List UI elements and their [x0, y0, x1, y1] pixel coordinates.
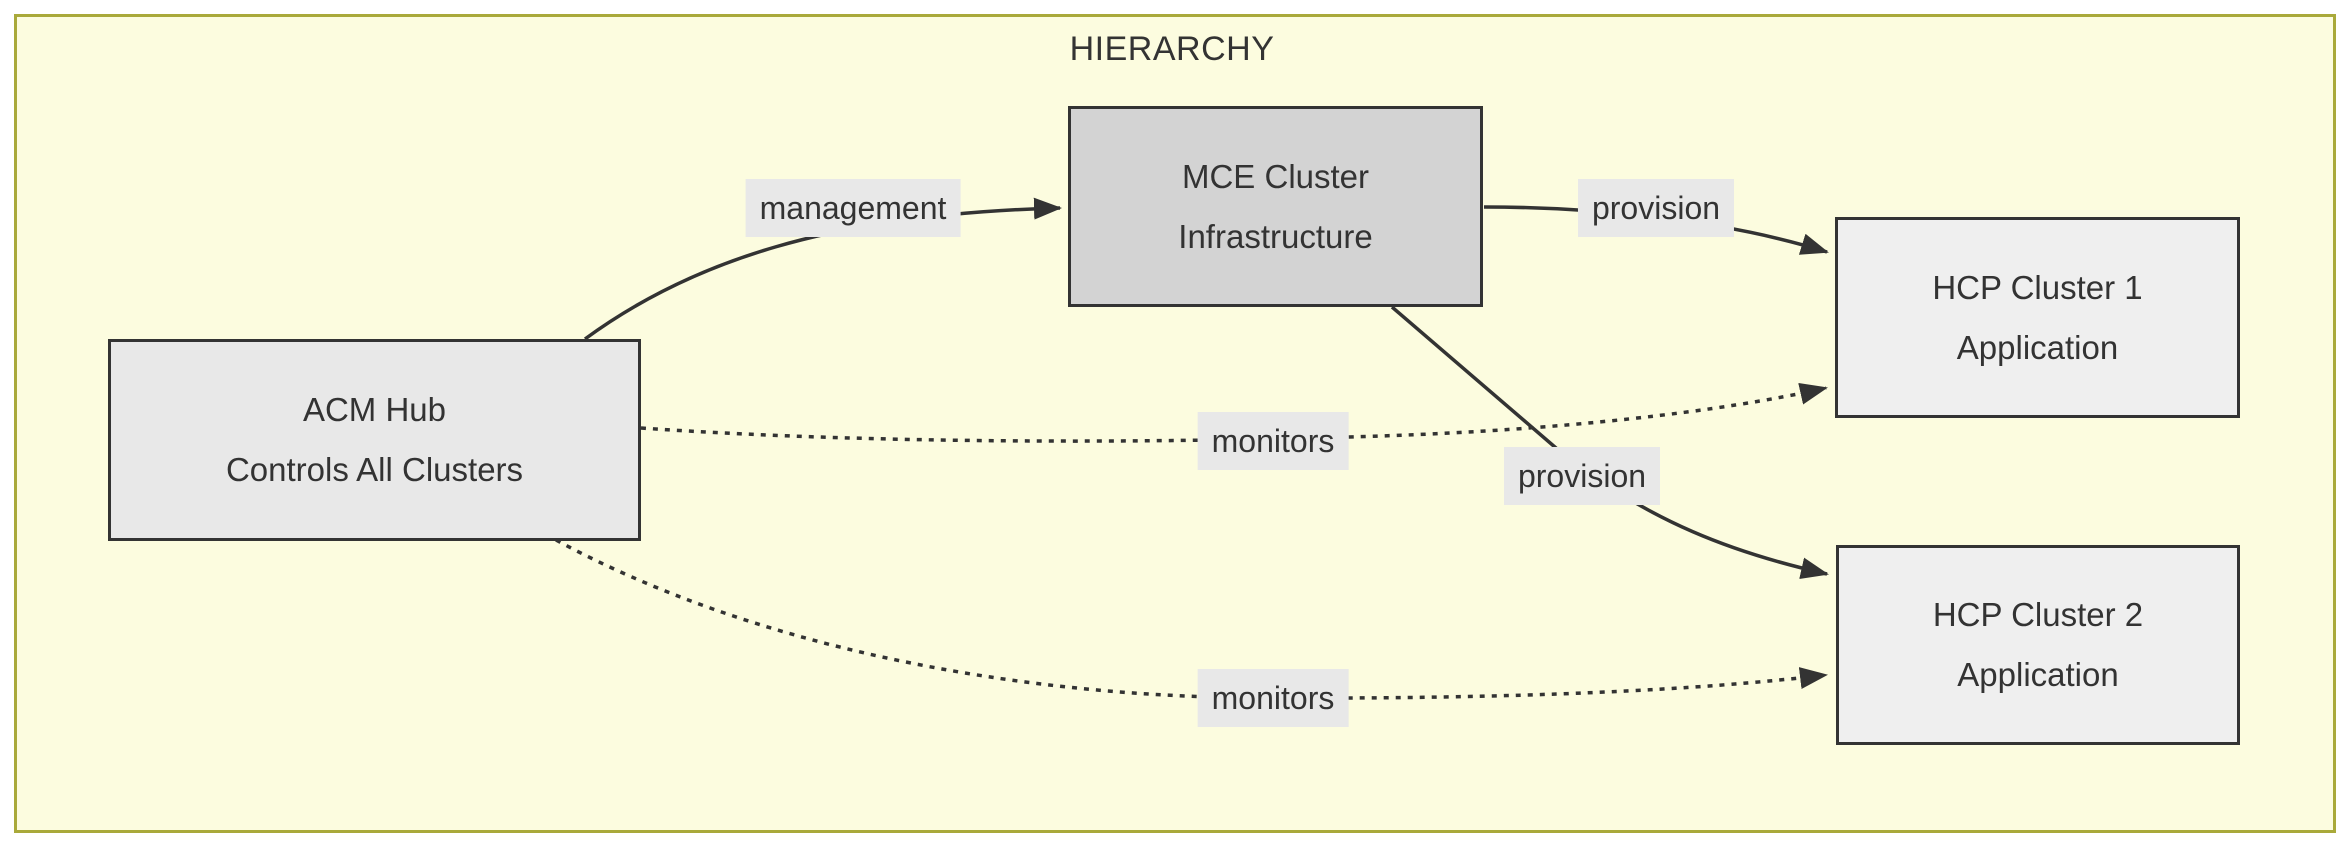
edge-label-monitors-hcp2: monitors [1197, 669, 1349, 727]
node-hcp-cluster-2-label-line1: HCP Cluster 2 [1932, 596, 2144, 633]
node-hcp-cluster-2-label-line2: Application [1957, 656, 2119, 693]
edge-management-line [583, 197, 1062, 341]
node-acm-hub-label-line1: ACM Hub [302, 391, 447, 428]
node-hcp-cluster-1-label-line1: HCP Cluster 1 [1932, 268, 2143, 306]
edge-provision-hcp2-line [1390, 305, 1829, 580]
node-acm-hub-label-line2: Controls All Clusters [225, 451, 524, 488]
edge-label-monitors-hcp1: monitors [1197, 412, 1349, 470]
node-hcp-cluster-1: HCP Cluster 1 Application [1835, 217, 2240, 418]
edge-label-management: management [745, 179, 961, 237]
node-mce-cluster-label-line2: Infrastructure [1178, 217, 1373, 255]
diagram-title: HIERARCHY [1069, 30, 1275, 68]
node-hcp-cluster-1-label-line2: Application [1956, 328, 2119, 366]
edge-label-provision-hcp1: provision [1577, 179, 1735, 237]
edge-monitors-hcp2-line [555, 538, 1828, 700]
node-hcp-cluster-2: HCP Cluster 2 Application [1836, 545, 2240, 745]
node-acm-hub: ACM Hub Controls All Clusters [108, 339, 641, 541]
node-mce-cluster: MCE Cluster Infrastructure [1068, 106, 1483, 307]
node-mce-cluster-label-line1: MCE Cluster [1181, 157, 1370, 195]
edge-label-provision-hcp2: provision [1503, 447, 1661, 505]
